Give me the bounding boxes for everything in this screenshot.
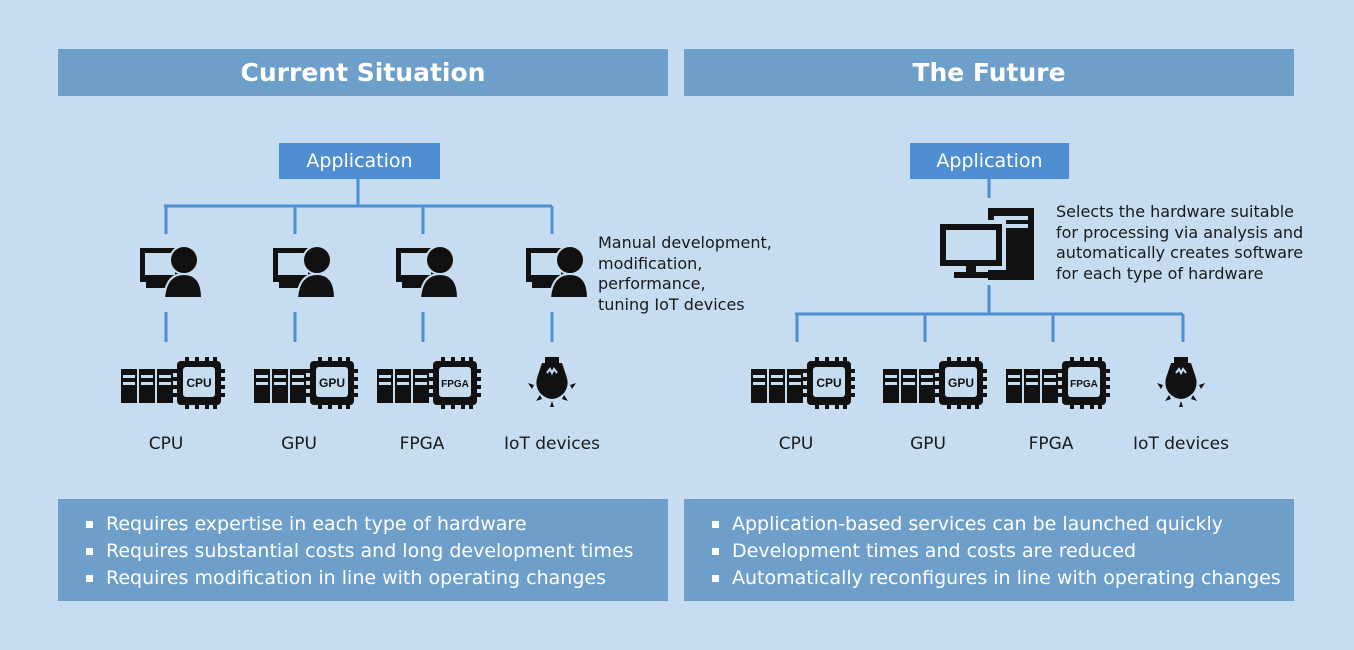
light-bulb-icon bbox=[1151, 355, 1211, 415]
hardware-label: FPGA bbox=[1028, 434, 1074, 454]
the-future-bullets: Application-based services can be launch… bbox=[684, 499, 1294, 601]
bullet-item: Application-based services can be launch… bbox=[712, 511, 1294, 538]
bullet-item: Requires substantial costs and long deve… bbox=[86, 538, 668, 565]
bullet-item: Development times and costs are reduced bbox=[712, 538, 1294, 565]
hardware-label: FPGA bbox=[399, 434, 445, 454]
hardware-label: CPU bbox=[778, 434, 814, 454]
developer-at-computer-icon bbox=[526, 240, 590, 304]
server-chip-icon: FPGA bbox=[1004, 355, 1114, 415]
note-line: tuning IoT devices bbox=[598, 294, 745, 314]
current-situation-bullets: Requires expertise in each type of hardw… bbox=[58, 499, 668, 601]
application-box: Application bbox=[279, 143, 440, 179]
note-line: for each type of hardware bbox=[1056, 263, 1264, 283]
bullet-item: Automatically reconfigures in line with … bbox=[712, 565, 1294, 592]
chip-label: FPGA bbox=[1070, 379, 1098, 390]
the-future-header: The Future bbox=[684, 49, 1294, 96]
chip-label: GPU bbox=[319, 376, 345, 390]
light-bulb-icon bbox=[522, 355, 582, 415]
hardware-label: GPU bbox=[281, 434, 317, 454]
application-label: Application bbox=[306, 150, 413, 172]
automatic-selection-note: Selects the hardware suitable for proces… bbox=[1056, 202, 1316, 284]
hardware-label: CPU bbox=[148, 434, 184, 454]
note-line: Selects the hardware suitable bbox=[1056, 202, 1295, 221]
bullet-item: Requires modification in line with opera… bbox=[86, 565, 668, 592]
application-label: Application bbox=[936, 150, 1043, 172]
note-line: performance, bbox=[598, 274, 706, 293]
header-title: Current Situation bbox=[240, 58, 486, 87]
note-line: Manual development, bbox=[598, 233, 772, 252]
header-title: The Future bbox=[912, 58, 1066, 87]
hardware-label: GPU bbox=[910, 434, 946, 454]
developer-at-computer-icon bbox=[140, 240, 204, 304]
note-line: modification, bbox=[598, 253, 703, 273]
current-situation-header: Current Situation bbox=[58, 49, 668, 96]
hardware-label: IoT devices bbox=[504, 434, 600, 454]
developer-at-computer-icon bbox=[396, 240, 460, 304]
manual-development-note: Manual development, modification, perfor… bbox=[598, 233, 808, 315]
developer-at-computer-icon bbox=[273, 240, 337, 304]
hardware-label: IoT devices bbox=[1133, 434, 1229, 454]
chip-label: CPU bbox=[186, 376, 211, 390]
note-line: for processing via analysis and bbox=[1056, 222, 1304, 242]
server-chip-icon: GPU bbox=[881, 355, 991, 415]
server-chip-icon: CPU bbox=[119, 355, 229, 415]
server-chip-icon: FPGA bbox=[375, 355, 485, 415]
note-line: automatically creates software bbox=[1056, 243, 1304, 262]
bullet-item: Requires expertise in each type of hardw… bbox=[86, 511, 668, 538]
application-box: Application bbox=[910, 143, 1069, 179]
chip-label: FPGA bbox=[441, 379, 469, 390]
computer-tower-icon bbox=[936, 208, 1034, 280]
server-chip-icon: GPU bbox=[252, 355, 362, 415]
chip-label: GPU bbox=[948, 376, 974, 390]
chip-label: CPU bbox=[816, 376, 841, 390]
server-chip-icon: CPU bbox=[749, 355, 859, 415]
